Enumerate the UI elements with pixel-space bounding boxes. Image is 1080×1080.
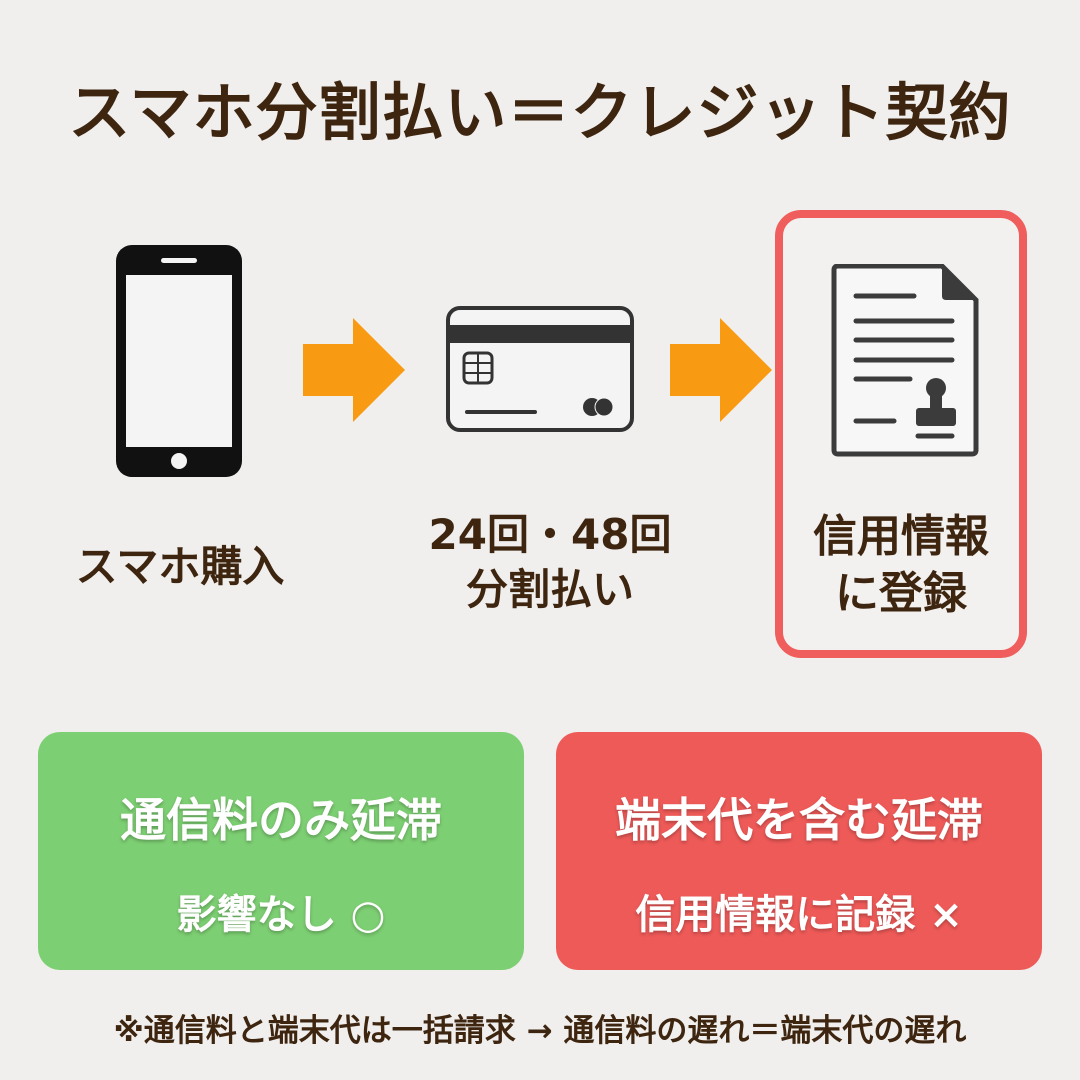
smartphone-icon [116,245,242,477]
panel-recorded: 端末代を含む延滞 信用情報に記録 × [556,732,1042,970]
panel-heading: 端末代を含む延滞 [615,793,983,847]
panel-heading: 通信料のみ延滞 [120,793,442,847]
step-label-installment: 24回・48回 分割払い [380,508,720,617]
footnote: ※通信料と端末代は一括請求 → 通信料の遅れ＝端末代の遅れ [113,1013,967,1049]
panel-result: 影響なし ○ [176,892,386,938]
arrow-right-icon [670,318,772,422]
step-label-line: 分割払い [465,564,634,614]
step-label-line: 信用情報 [813,511,989,562]
page-title: スマホ分割払い＝クレジット契約 [68,76,1012,149]
credit-card-icon [446,306,634,432]
contract-document-icon [831,264,979,457]
step-label-line: 24回・48回 [428,510,672,559]
panel-no-impact: 通信料のみ延滞 影響なし ○ [38,732,524,970]
arrow-right-icon [303,318,405,422]
step-label-line: に登録 [835,568,967,620]
step-label-phone-purchase: スマホ購入 [30,540,330,595]
step-label-line: スマホ購入 [75,542,285,591]
step-label-credit-registration: 信用情報 に登録 [775,508,1027,622]
panel-result: 信用情報に記録 × [635,892,963,938]
